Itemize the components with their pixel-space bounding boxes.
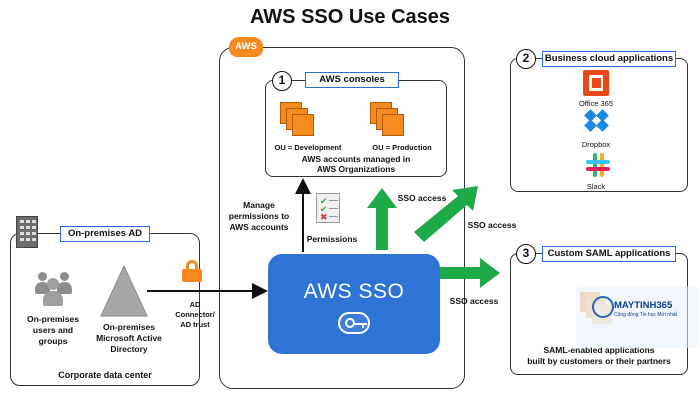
- custom-caption-2: built by customers or their partners: [527, 356, 671, 366]
- connector-label-2: Connector/: [175, 310, 215, 319]
- ou-production-icon: [370, 102, 406, 136]
- ou-production-label: OU = Production: [372, 143, 432, 152]
- sso-access-right-label: SSO access: [449, 296, 499, 306]
- connector-label-3: AD trust: [180, 320, 210, 329]
- sso-access-up-arrow: [367, 188, 397, 250]
- watermark-tagline: Cộng đồng Tin học Mới nhất: [614, 312, 678, 318]
- consoles-label: AWS consoles: [305, 72, 399, 88]
- manage-label-2: permissions to: [228, 211, 290, 221]
- consoles-caption-1: AWS accounts managed in: [301, 154, 411, 164]
- connector-lock-icon: [180, 260, 204, 282]
- aws-sso-label: AWS SSO: [303, 280, 405, 303]
- aws-sso-box: AWS SSO: [268, 254, 440, 354]
- consoles-number: 1: [272, 71, 292, 91]
- users-label-1: On-premises: [27, 314, 79, 324]
- sso-access-diag-arrow: [414, 186, 478, 242]
- users-icon: [34, 268, 74, 308]
- onprem-label: On-premises AD: [60, 226, 150, 242]
- aws-badge: AWS: [229, 37, 263, 57]
- sso-access-diag-label: SSO access: [467, 220, 517, 230]
- diagram-title: AWS SSO Use Cases: [249, 6, 451, 28]
- ad-label-1: On-premises: [103, 322, 155, 332]
- sso-key-icon: [338, 312, 370, 334]
- dropbox-label: Dropbox: [581, 140, 611, 149]
- manage-label-3: AWS accounts: [229, 222, 289, 232]
- watermark: MAYTINH365 Cộng đồng Tin học Mới nhất: [576, 286, 698, 348]
- business-number: 2: [516, 49, 536, 69]
- custom-caption-1: SAML-enabled applications: [543, 345, 655, 355]
- custom-label: Custom SAML applications: [542, 246, 676, 262]
- users-label-2: users and: [32, 325, 74, 335]
- sso-access-up-label: SSO access: [397, 193, 447, 203]
- onprem-footer: Corporate data center: [58, 370, 152, 380]
- permissions-checklist-icon: ✔ ✔ ✖: [316, 193, 340, 223]
- manage-label-1: Manage: [243, 200, 275, 210]
- office365-label: Office 365: [578, 99, 614, 108]
- users-label-3: groups: [38, 336, 68, 346]
- permissions-label: Permissions: [306, 234, 358, 244]
- sso-access-right-arrow: [440, 258, 500, 288]
- watermark-brand: MAYTINH365: [614, 300, 673, 311]
- watermark-globe-icon: [592, 296, 614, 318]
- aws-badge-label: AWS: [235, 41, 257, 52]
- ad-label-2: Microsoft Active: [96, 333, 162, 343]
- connector-label-1: AD: [189, 300, 201, 309]
- business-label: Business cloud applications: [542, 51, 676, 67]
- active-directory-icon: [100, 264, 148, 317]
- consoles-caption-2: AWS Organizations: [316, 164, 396, 174]
- slack-icon: [586, 153, 610, 177]
- building-icon: [16, 216, 38, 248]
- slack-label: Slack: [586, 182, 606, 191]
- ou-development-icon: [280, 102, 316, 136]
- ou-development-label: OU = Development: [274, 143, 342, 152]
- office365-icon: [583, 70, 609, 96]
- custom-number: 3: [516, 244, 536, 264]
- ad-label-3: Directory: [110, 344, 148, 354]
